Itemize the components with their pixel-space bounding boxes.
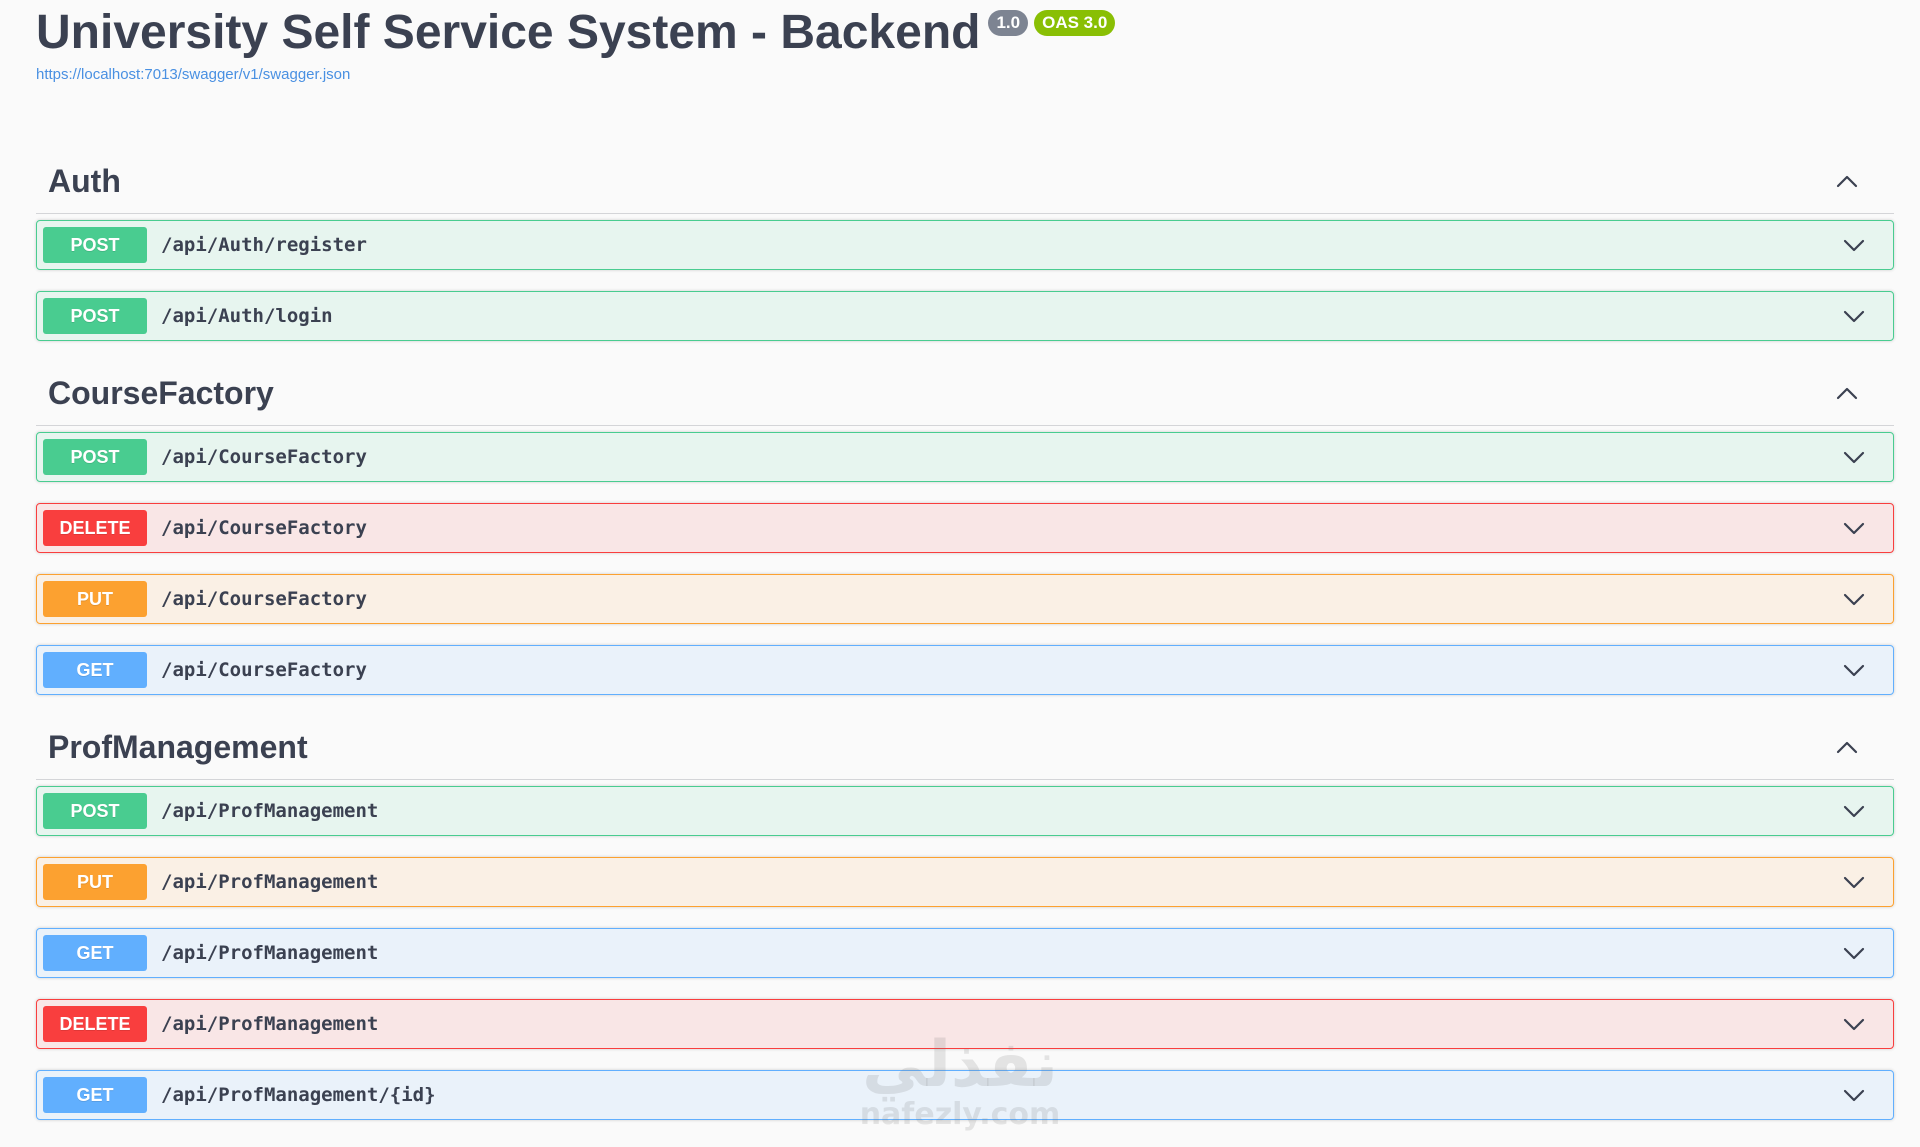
operation-path: /api/ProfManagement/{id} (161, 1084, 436, 1106)
operation-path: /api/CourseFactory (161, 517, 367, 539)
method-badge: PUT (43, 864, 147, 900)
operation-path: /api/Auth/register (161, 234, 367, 256)
operation-path: /api/CourseFactory (161, 588, 367, 610)
oas-badge: OAS 3.0 (1034, 10, 1116, 36)
method-badge: DELETE (43, 1006, 147, 1042)
version-badge: 1.0 (988, 10, 1029, 36)
chevron-down-icon[interactable] (1841, 869, 1867, 895)
tag-name: Auth (48, 163, 121, 199)
operation-row[interactable]: DELETE/api/ProfManagement (36, 999, 1894, 1049)
method-badge: GET (43, 1077, 147, 1113)
tag-header-coursefactory[interactable]: CourseFactory (36, 362, 1894, 426)
chevron-down-icon[interactable] (1841, 303, 1867, 329)
tag-name: CourseFactory (48, 375, 274, 411)
operation-path: /api/ProfManagement (161, 942, 379, 964)
chevron-down-icon[interactable] (1841, 657, 1867, 683)
operation-row[interactable]: POST/api/Auth/register (36, 220, 1894, 270)
chevron-down-icon[interactable] (1841, 586, 1867, 612)
api-info: University Self Service System - Backend… (36, 0, 1116, 83)
operation-row[interactable]: DELETE/api/CourseFactory (36, 503, 1894, 553)
operation-row[interactable]: POST/api/ProfManagement (36, 786, 1894, 836)
tag-header-profmanagement[interactable]: ProfManagement (36, 716, 1894, 780)
method-badge: POST (43, 793, 147, 829)
method-badge: POST (43, 439, 147, 475)
operation-path: /api/CourseFactory (161, 446, 367, 468)
operation-row[interactable]: GET/api/CourseFactory (36, 645, 1894, 695)
chevron-up-icon[interactable] (1834, 381, 1860, 407)
operation-path: /api/Auth/login (161, 305, 333, 327)
operation-path: /api/ProfManagement (161, 871, 379, 893)
tag-name: ProfManagement (48, 729, 308, 765)
chevron-down-icon[interactable] (1841, 1011, 1867, 1037)
chevron-up-icon[interactable] (1834, 735, 1860, 761)
method-badge: PUT (43, 581, 147, 617)
operation-path: /api/CourseFactory (161, 659, 367, 681)
method-badge: DELETE (43, 510, 147, 546)
spec-url-link[interactable]: https://localhost:7013/swagger/v1/swagge… (36, 66, 351, 83)
operation-row[interactable]: GET/api/ProfManagement/{id} (36, 1070, 1894, 1120)
title-row: University Self Service System - Backend… (36, 4, 1116, 62)
operation-row[interactable]: POST/api/CourseFactory (36, 432, 1894, 482)
method-badge: POST (43, 227, 147, 263)
method-badge: POST (43, 298, 147, 334)
operation-row[interactable]: PUT/api/CourseFactory (36, 574, 1894, 624)
operation-path: /api/ProfManagement (161, 800, 379, 822)
chevron-up-icon[interactable] (1834, 169, 1860, 195)
method-badge: GET (43, 935, 147, 971)
chevron-down-icon[interactable] (1841, 940, 1867, 966)
chevron-down-icon[interactable] (1841, 515, 1867, 541)
operation-path: /api/ProfManagement (161, 1013, 379, 1035)
chevron-down-icon[interactable] (1841, 1082, 1867, 1108)
page-title: University Self Service System - Backend (36, 6, 981, 59)
operation-row[interactable]: PUT/api/ProfManagement (36, 857, 1894, 907)
operation-row[interactable]: POST/api/Auth/login (36, 291, 1894, 341)
operation-row[interactable]: GET/api/ProfManagement (36, 928, 1894, 978)
method-badge: GET (43, 652, 147, 688)
chevron-down-icon[interactable] (1841, 798, 1867, 824)
chevron-down-icon[interactable] (1841, 232, 1867, 258)
chevron-down-icon[interactable] (1841, 444, 1867, 470)
tag-header-auth[interactable]: Auth (36, 150, 1894, 214)
